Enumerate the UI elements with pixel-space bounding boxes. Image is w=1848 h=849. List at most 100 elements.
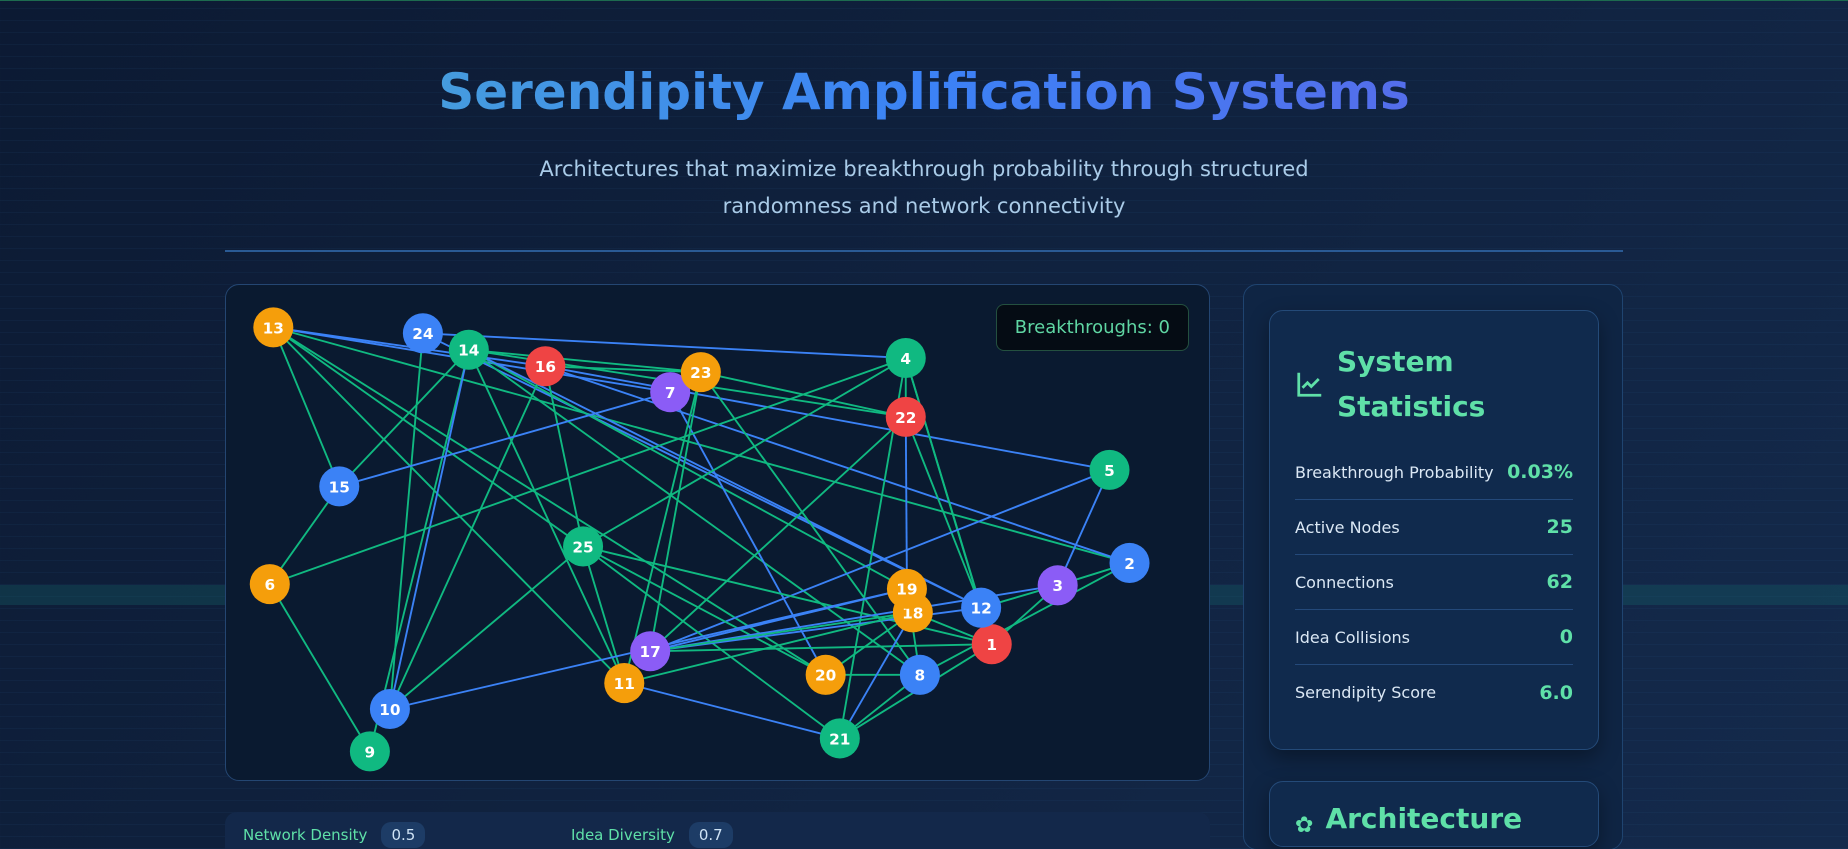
- stat-label: Active Nodes: [1295, 517, 1400, 537]
- node-14[interactable]: 14: [448, 329, 489, 370]
- node-circle[interactable]: [563, 526, 604, 567]
- metric-network-density: Network Density 0.5: [243, 822, 426, 848]
- edge-13-20: [272, 326, 827, 676]
- node-circle[interactable]: [899, 654, 940, 695]
- network-graph[interactable]: 1234567891011121314151617181920212223242…: [226, 285, 1210, 781]
- edge-23-11: [623, 371, 702, 684]
- edge-11-21: [624, 682, 841, 740]
- node-circle[interactable]: [1089, 449, 1130, 490]
- node-25[interactable]: 25: [563, 526, 604, 567]
- node-2[interactable]: 2: [1109, 542, 1150, 583]
- node-13[interactable]: 13: [253, 307, 294, 348]
- metric-value: 0.5: [381, 822, 426, 848]
- node-label: 14: [458, 342, 479, 360]
- gear-icon: ✿: [1295, 813, 1314, 838]
- node-circle[interactable]: [1109, 542, 1150, 583]
- node-21[interactable]: 21: [819, 718, 860, 759]
- edge-25-20: [582, 545, 827, 676]
- node-20[interactable]: 20: [805, 654, 846, 695]
- edge-4-6: [269, 357, 907, 586]
- node-circle[interactable]: [680, 352, 721, 393]
- node-label: 16: [535, 358, 556, 376]
- edge-14-11: [467, 349, 626, 684]
- node-circle[interactable]: [604, 663, 645, 704]
- node-label: 25: [572, 538, 593, 556]
- node-circle[interactable]: [650, 372, 691, 413]
- edge-6-9: [268, 583, 371, 752]
- node-circle[interactable]: [819, 718, 860, 759]
- node-circle[interactable]: [253, 307, 294, 348]
- stat-value: 0.03%: [1507, 461, 1573, 483]
- stat-row-serendipity-score: Serendipity Score 6.0: [1295, 665, 1573, 720]
- node-circle[interactable]: [971, 624, 1012, 665]
- node-11[interactable]: 11: [604, 663, 645, 704]
- node-circle[interactable]: [805, 654, 846, 695]
- node-circle[interactable]: [885, 337, 926, 379]
- edge-13-11: [272, 326, 625, 684]
- node-circle[interactable]: [402, 313, 443, 354]
- node-label: 9: [365, 743, 376, 761]
- edge-23-8: [700, 371, 921, 676]
- node-circle[interactable]: [886, 568, 927, 609]
- node-6[interactable]: 6: [249, 564, 290, 605]
- node-label: 22: [895, 409, 916, 427]
- node-23[interactable]: 23: [680, 352, 721, 393]
- edge-5-3: [1056, 469, 1111, 586]
- node-circle[interactable]: [525, 346, 566, 387]
- node-circle[interactable]: [1037, 565, 1078, 606]
- node-label: 13: [263, 319, 284, 337]
- node-9[interactable]: 9: [349, 731, 390, 772]
- stat-label: Breakthrough Probability: [1295, 462, 1494, 482]
- edge-22-12: [904, 416, 983, 609]
- edge-2-8: [919, 562, 1130, 676]
- node-5[interactable]: 5: [1089, 449, 1130, 490]
- node-16[interactable]: 16: [525, 346, 566, 387]
- node-circle[interactable]: [249, 564, 290, 605]
- node-circle[interactable]: [961, 587, 1002, 628]
- node-22[interactable]: 22: [885, 396, 926, 437]
- node-circle[interactable]: [349, 731, 390, 772]
- stat-label: Connections: [1295, 572, 1394, 592]
- node-12[interactable]: 12: [961, 587, 1002, 628]
- stat-row-breakthrough-probability: Breakthrough Probability 0.03%: [1295, 445, 1573, 500]
- stat-label: Serendipity Score: [1295, 683, 1437, 702]
- edge-16-5: [545, 365, 1110, 471]
- node-circle[interactable]: [319, 466, 360, 507]
- stat-value: 62: [1546, 571, 1573, 593]
- edge-7-15: [339, 391, 671, 488]
- node-label: 8: [915, 667, 926, 685]
- architecture-title: Architecture: [1325, 802, 1523, 835]
- page-title: Serendipity Amplification Systems: [0, 63, 1848, 121]
- node-label: 11: [614, 675, 635, 693]
- node-19[interactable]: 19: [886, 568, 927, 609]
- stat-value: 6.0: [1539, 681, 1573, 704]
- node-circle[interactable]: [885, 396, 926, 437]
- edge-16-2: [545, 365, 1130, 564]
- node-15[interactable]: 15: [319, 466, 360, 507]
- edge-18-21: [838, 611, 914, 739]
- node-4[interactable]: 4: [885, 337, 926, 379]
- stat-label: Idea Collisions: [1295, 627, 1410, 647]
- node-1[interactable]: 1: [971, 624, 1012, 665]
- edge-14-15: [338, 349, 470, 488]
- node-circle[interactable]: [448, 329, 489, 370]
- node-7[interactable]: 7: [650, 372, 691, 413]
- node-24[interactable]: 24: [402, 313, 443, 354]
- system-statistics-card: System Statistics Breakthrough Probabili…: [1269, 310, 1599, 750]
- node-circle[interactable]: [369, 688, 410, 730]
- node-circle[interactable]: [630, 631, 671, 672]
- stats-title: System Statistics: [1337, 345, 1486, 423]
- metric-label: Network Density: [243, 826, 368, 844]
- edge-4-25: [582, 357, 907, 548]
- node-3[interactable]: 3: [1037, 565, 1078, 606]
- node-10[interactable]: 10: [369, 688, 410, 730]
- edge-16-10: [389, 365, 547, 710]
- chart-line-icon: [1297, 372, 1322, 397]
- node-8[interactable]: 8: [899, 654, 940, 695]
- node-17[interactable]: 17: [630, 631, 671, 672]
